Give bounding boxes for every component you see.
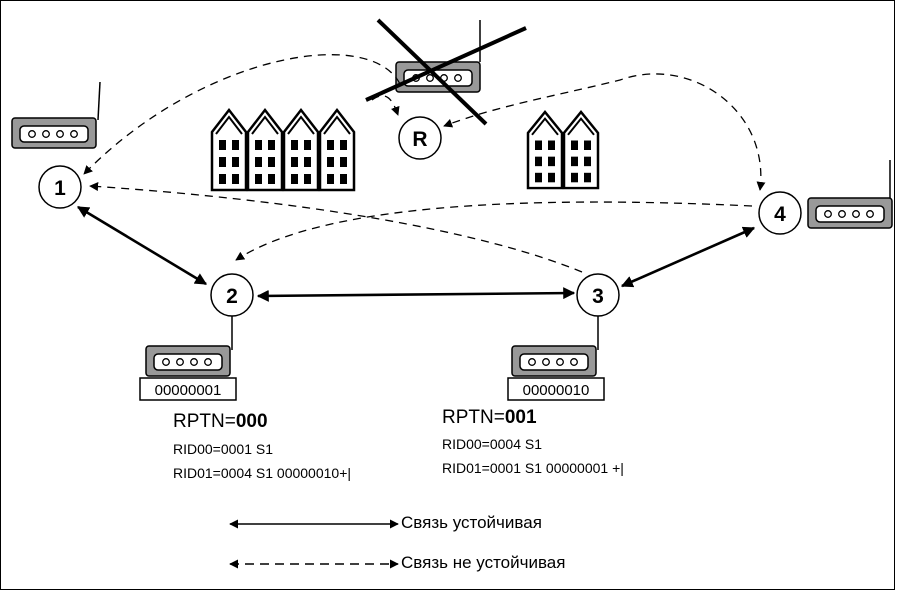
rid01-right: RID01=0001 S1 00000001 +| [442,460,624,476]
dashed-link-4-2 [235,201,753,261]
address-box-3 [507,377,605,401]
dashed-link-3-1 [89,182,583,273]
dashed-link-r-loop [371,95,400,116]
legend-unstable-label: Связь не устойчивая [401,553,566,572]
router-icon-1 [11,81,101,149]
router-icon-r [395,20,481,93]
node-4-label: 4 [774,203,786,226]
address-2: 00000001 [155,382,222,399]
node-3: 3 [576,273,620,317]
address-3: 00000010 [523,382,590,399]
node-4: 4 [758,191,802,235]
rid00-right: RID00=0004 S1 [442,436,543,452]
router-icon-3 [511,316,599,377]
dashed-link-4-r [443,73,766,191]
node-r-label: R [412,128,427,151]
router-icon-2 [145,316,233,377]
node-1-label: 1 [54,177,66,200]
address-box-2 [139,377,237,401]
node-3-label: 3 [592,285,604,308]
legend-stable-label: Связь устойчивая [401,513,542,532]
building-icon-right [526,110,600,190]
solid-link-2-3 [256,287,576,302]
solid-link-3-4 [620,226,756,288]
rptn-right: RPTN=001 [442,407,537,428]
rid00-left: RID00=0001 S1 [173,441,274,457]
cross-icon [365,18,527,126]
node-1: 1 [38,165,82,209]
solid-link-1-2 [76,205,208,286]
node-2-label: 2 [226,285,238,308]
router-icon-4 [807,160,893,229]
building-icon-left [210,108,356,192]
node-2: 2 [210,273,254,317]
rptn-left: RPTN=000 [173,411,268,432]
node-r: R [398,116,442,160]
rid01-left: RID01=0004 S1 00000010+| [173,465,352,481]
